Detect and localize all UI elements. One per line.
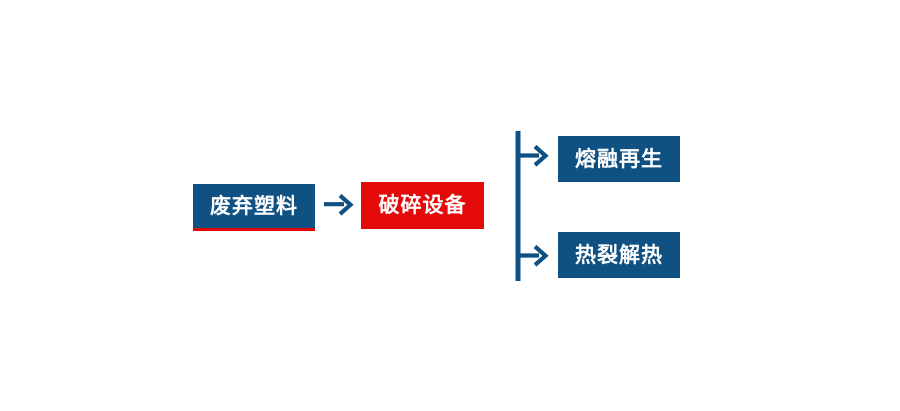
flow-node-crusher-equipment[interactable]: 破碎设备	[361, 182, 484, 229]
flow-node-pyrolysis-heat[interactable]: 热裂解热	[558, 232, 680, 278]
flow-node-melt-regeneration[interactable]: 熔融再生	[558, 136, 680, 182]
flow-node-pyrolysis-heat-label: 热裂解热	[575, 242, 663, 267]
flow-node-crusher-equipment-label: 破碎设备	[378, 193, 467, 217]
right-arrow-icon	[324, 193, 354, 216]
flow-node-melt-regeneration-label: 熔融再生	[575, 146, 663, 171]
connector-arrow-source-to-process	[323, 190, 357, 220]
connector-branch-bus	[512, 128, 560, 284]
flow-node-waste-plastic-label: 废弃塑料	[210, 193, 298, 218]
flow-node-waste-plastic[interactable]: 废弃塑料	[193, 184, 315, 231]
split-bus-icon	[515, 131, 549, 281]
